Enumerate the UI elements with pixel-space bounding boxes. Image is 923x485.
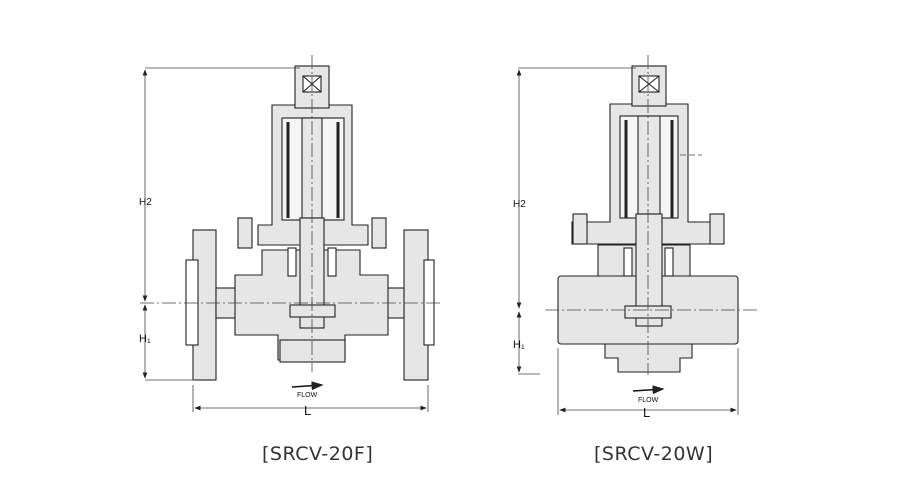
dim-h2-label: H2 bbox=[513, 199, 526, 210]
caption-srcv-20w: [SRCV-20W] bbox=[594, 443, 714, 465]
right-centerlines bbox=[516, 55, 760, 415]
flow-label: FLOW bbox=[297, 392, 318, 399]
dim-h1-label: H₁ bbox=[513, 339, 525, 351]
valve-threaded-drawing bbox=[557, 65, 739, 373]
left-centerlines bbox=[140, 55, 440, 412]
caption-srcv-20f: [SRCV-20F] bbox=[262, 443, 374, 465]
dim-l-label: L bbox=[643, 405, 650, 420]
dim-l-label: L bbox=[304, 403, 311, 418]
dim-h1-label: H₁ bbox=[139, 333, 151, 345]
bottom-cap bbox=[279, 339, 346, 363]
bottom-cap bbox=[604, 343, 693, 373]
valve-flanged-drawing bbox=[185, 65, 435, 381]
flow-label: FLOW bbox=[638, 397, 659, 404]
dim-h2-label: H2 bbox=[139, 197, 152, 208]
